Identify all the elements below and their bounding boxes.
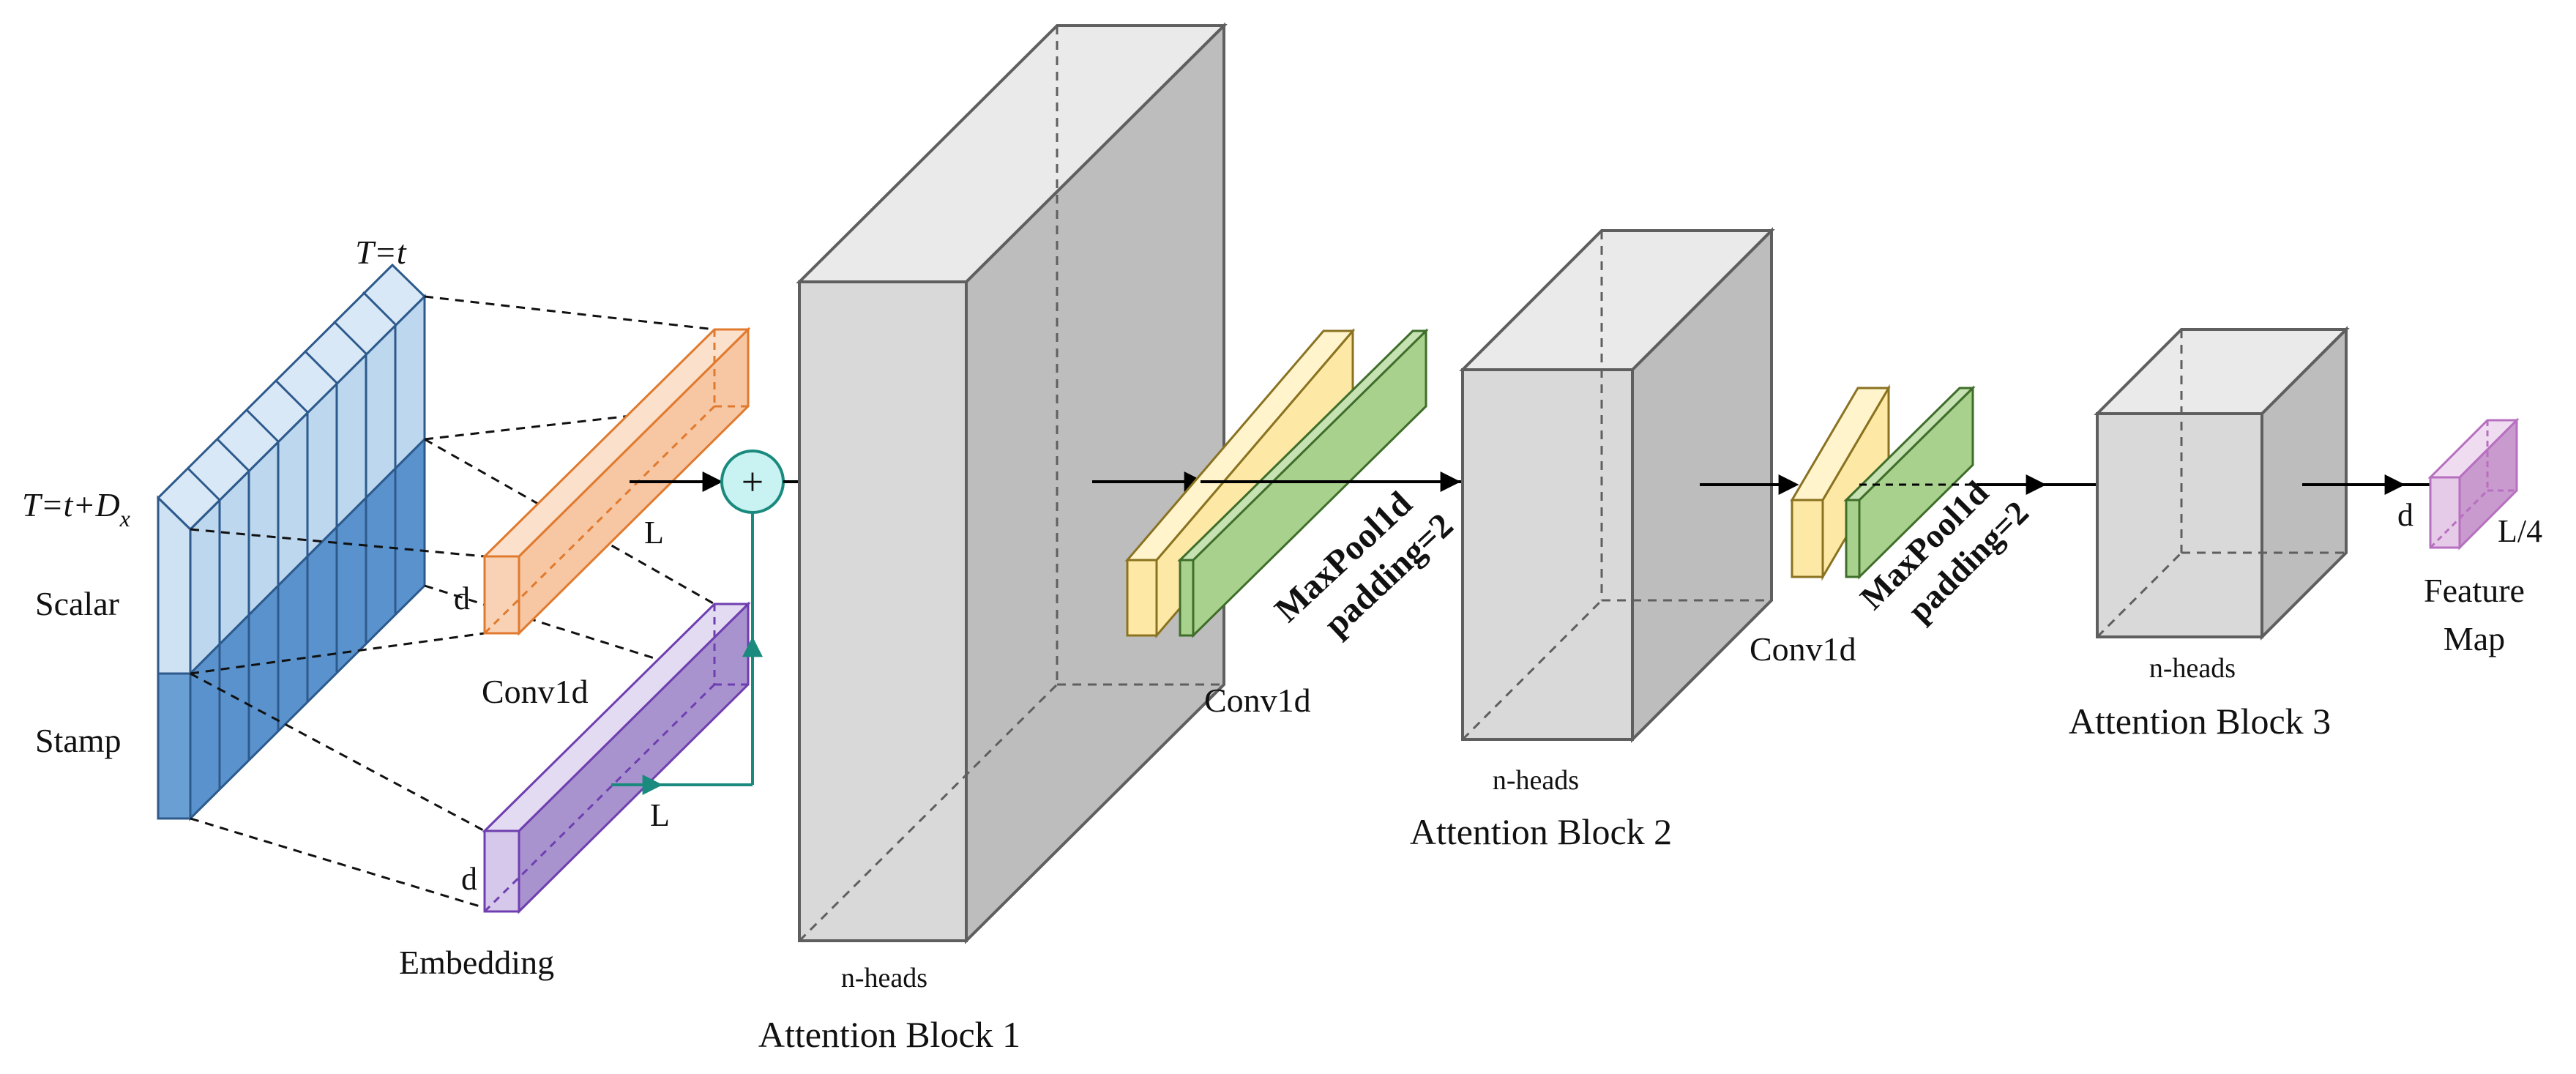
conv1d-3-label: Conv1d: [1750, 630, 1856, 668]
input-tensor: [156, 263, 427, 821]
block1-front: [798, 280, 968, 942]
attention-block-3-label: Attention Block 3: [2069, 701, 2331, 742]
conv1-yellow-front: [1126, 559, 1158, 637]
feature-hidden-edges: [2429, 420, 2517, 549]
stamp-label: Stamp: [35, 722, 122, 759]
attention-block-2-label: Attention Block 2: [1410, 811, 1672, 852]
nheads-2-label: n-heads: [1493, 765, 1579, 796]
emb-d-label: d: [461, 861, 477, 897]
conv2-yellow-front: [1791, 499, 1824, 578]
out-L4-label: L/4: [2498, 513, 2542, 549]
block3-hidden-edges: [2096, 329, 2346, 638]
feature-line1-label: Feature: [2424, 572, 2525, 609]
t-plus-dx-label: T=t+Dx: [22, 486, 130, 532]
attention-block-3: [2094, 326, 2350, 641]
pool2-green-front: [1845, 499, 1861, 578]
embedding-block: [482, 601, 751, 914]
t-plus-dx-main: T=t+D: [22, 486, 120, 523]
nheads-3-label: n-heads: [2149, 653, 2236, 684]
conv1d-input-label: Conv1d: [482, 673, 589, 710]
t-equals-t-label: T=t: [355, 234, 407, 271]
out-d-label: d: [2397, 497, 2413, 533]
input-column-dividers: [186, 291, 397, 789]
block1-hidden-edges: [798, 26, 1224, 942]
t-plus-dx-subscript: x: [119, 505, 130, 532]
feature-map-output: [2427, 417, 2520, 551]
embedding-label: Embedding: [399, 944, 554, 981]
pool1-green-front: [1179, 559, 1195, 637]
conv-maxpool-2: [1790, 384, 1976, 581]
feature-line2-label: Map: [2444, 620, 2505, 657]
conv1d-2-label: Conv1d: [1204, 682, 1311, 719]
block2-front: [1461, 368, 1634, 741]
conv1d-input-hidden-edges: [483, 329, 748, 635]
conv1d-input-front: [483, 555, 520, 635]
plus-icon: +: [742, 460, 764, 504]
nheads-1-label: n-heads: [841, 963, 927, 993]
projection-lines: [190, 295, 715, 909]
stamp-front: [157, 672, 192, 820]
embedding-hidden-edges: [483, 604, 748, 913]
block3-front: [2096, 412, 2263, 638]
add-node: +: [720, 450, 785, 514]
feature-front: [2429, 476, 2461, 549]
embedding-to-add-connector: [611, 512, 763, 795]
block2-hidden-edges: [1461, 231, 1772, 741]
embedding-front: [483, 829, 520, 913]
attention-block-1-label: Attention Block 1: [758, 1014, 1020, 1055]
conv-L-label: L: [644, 515, 664, 551]
emb-L-label: L: [650, 797, 670, 833]
scalar-label: Scalar: [35, 585, 119, 622]
scalar-front: [157, 495, 192, 675]
conv-d-label: d: [454, 581, 470, 616]
